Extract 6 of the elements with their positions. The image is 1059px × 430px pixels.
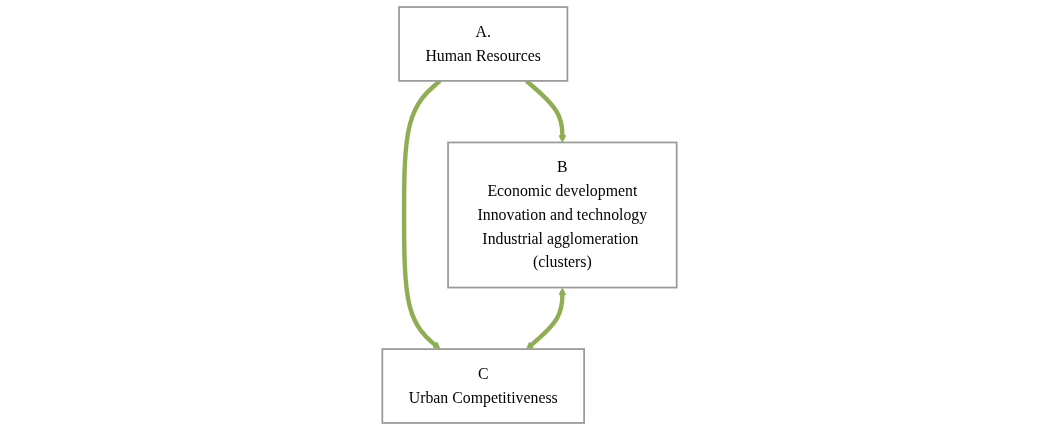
node-box: C Urban Competitiveness <box>381 348 585 424</box>
arrow <box>526 287 567 350</box>
node-box: B Economic development Innovation and technology Industrial agglomeration (clusters) <box>447 141 678 289</box>
arrow <box>401 79 442 350</box>
node-box: A. Human Resources <box>398 6 569 82</box>
arrow <box>524 79 567 143</box>
